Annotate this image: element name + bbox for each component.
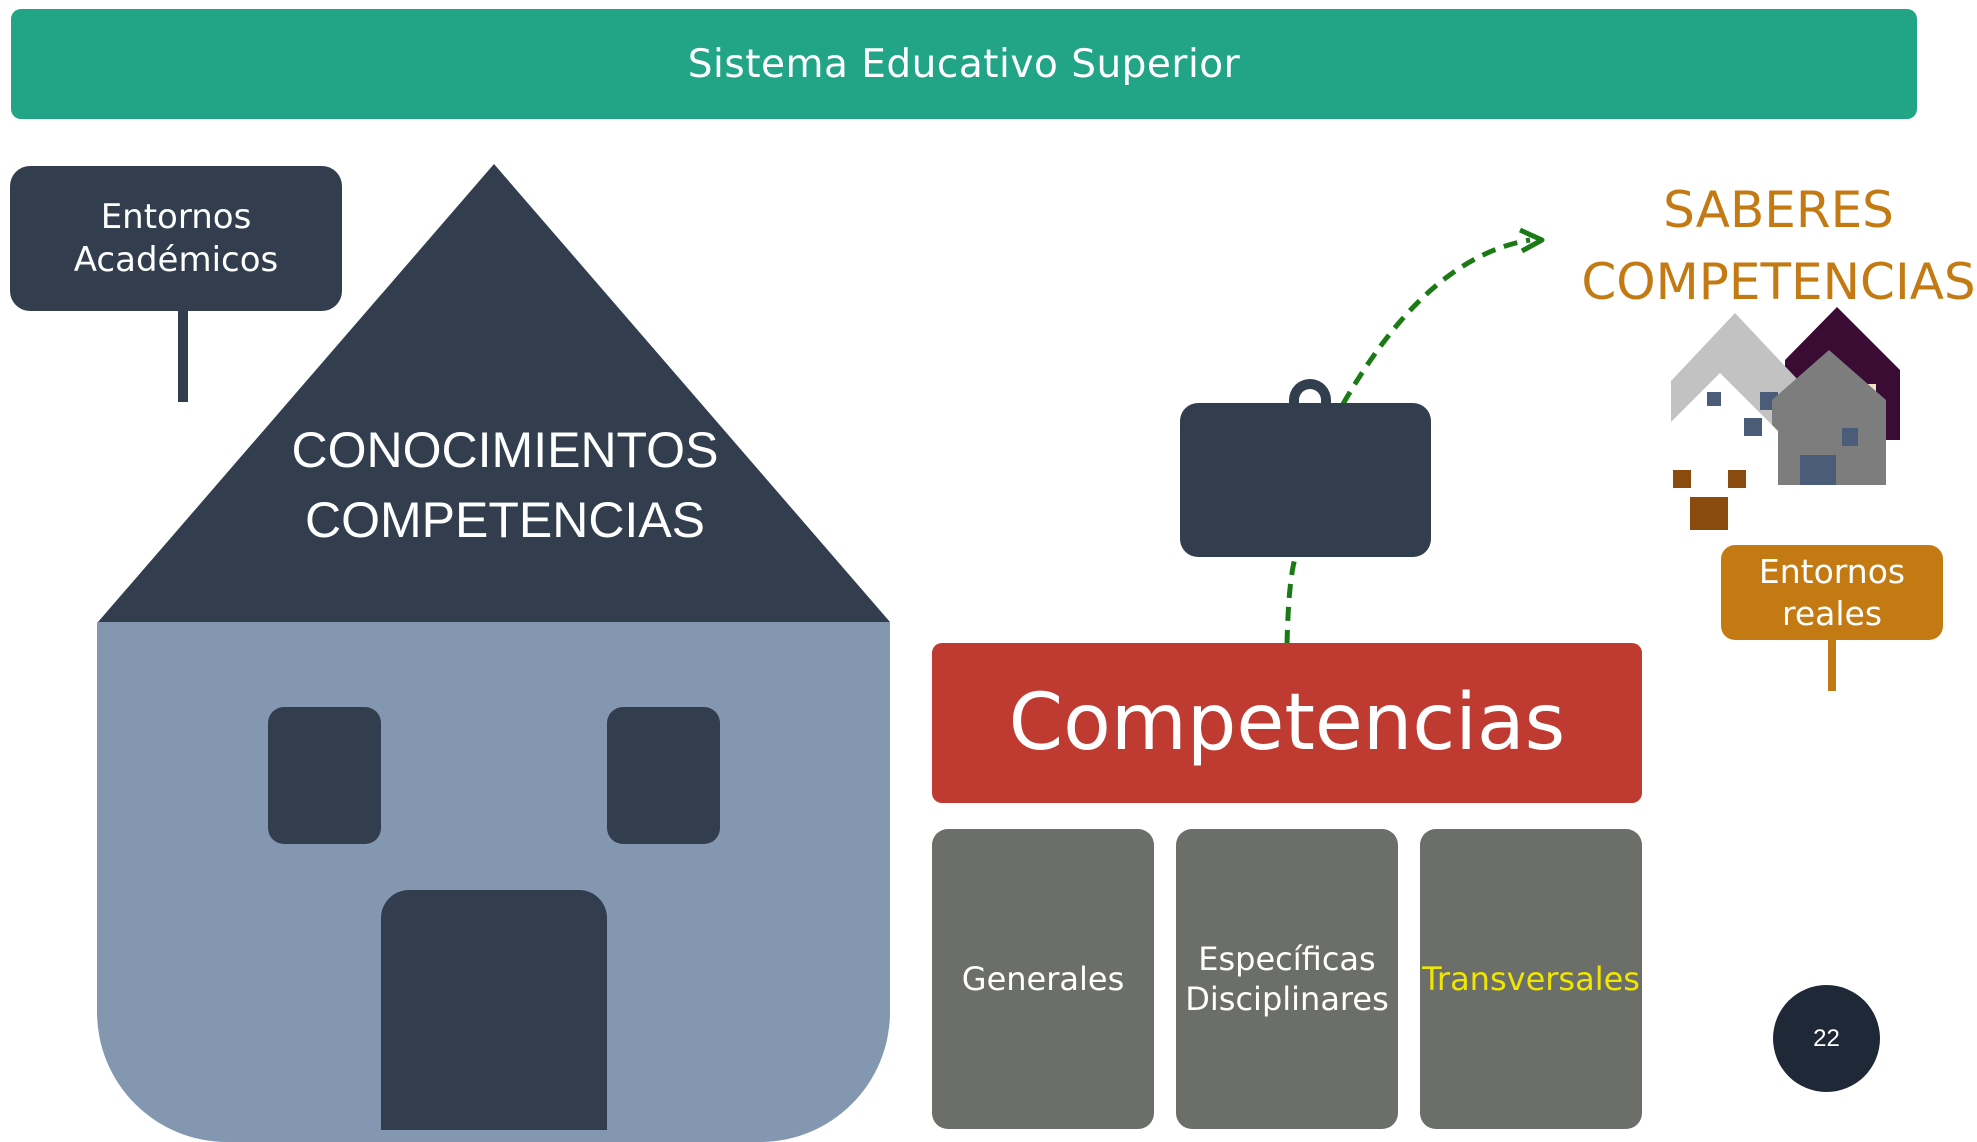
sign-academic-line2: Académicos [73,239,279,280]
sign-post-academic [178,309,188,402]
house-door [381,890,607,1130]
sign-real-line2: reales [1781,593,1883,633]
competencias-header: Competencias [932,643,1642,803]
roof-label: CONOCIMIENTOS COMPETENCIAS [180,415,830,555]
sign-post-real [1828,638,1836,691]
houses-cluster-icon [1662,307,1900,530]
competencia-box-transversales: Transversales [1420,829,1642,1129]
dashed-arrow-icon [1284,227,1545,645]
briefcase-icon [1180,403,1431,557]
box-especificas-line1: Específicas [1198,940,1376,978]
page-number: 22 [1813,1024,1840,1052]
header-banner: Sistema Educativo Superior [11,9,1917,119]
roof-label-line2: COMPETENCIAS [304,492,706,548]
competencia-box-especificas: Específicas Disciplinares [1176,829,1398,1129]
house-roof [98,164,890,622]
box-generales-label: Generales [961,960,1125,998]
saberes-line2: COMPETENCIAS [1581,253,1976,311]
competencia-box-generales: Generales [932,829,1154,1129]
box-transversales-label: Transversales [1422,960,1640,998]
saberes-line1: SABERES [1663,181,1894,239]
page-number-badge: 22 [1773,985,1880,1092]
sign-academic-line1: Entornos [100,196,252,237]
sign-entornos-academicos: Entornos Académicos [10,166,342,311]
briefcase-handle [1289,379,1331,414]
sign-entornos-reales: Entornos reales [1721,545,1943,640]
competencias-title: Competencias [1008,678,1566,768]
saberes-label: SABERES COMPETENCIAS [1580,174,1977,318]
house-window-right [607,707,720,844]
roof-label-line1: CONOCIMIENTOS [291,422,719,478]
sign-real-line1: Entornos [1758,551,1906,591]
box-especificas-line2: Disciplinares [1185,980,1389,1018]
banner-title: Sistema Educativo Superior [687,41,1241,87]
house-window-left [268,707,381,844]
